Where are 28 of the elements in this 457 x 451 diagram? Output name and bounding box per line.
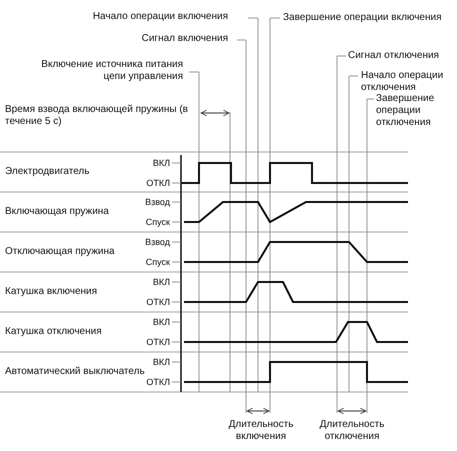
signal-name: Включающая пружина [5,206,110,218]
level-label: Спуск [144,257,170,268]
duration-label: Длительность отключения [318,419,386,443]
level-label: ВКЛ [152,357,170,368]
event-label: Сигнал включения [140,33,228,45]
signal-name: Катушка отключения [5,326,103,338]
signal-name: Автоматический выключатель [5,366,146,378]
interval-label: Время взвода включающей пружины (в течение 5 с) [5,104,189,128]
level-label: ОТКЛ [145,337,170,348]
signal-name: Катушка включения [5,286,98,298]
level-label: ВКЛ [152,317,170,328]
event-label: Завершение операции включения [283,12,443,24]
level-label: Спуск [144,217,170,228]
event-label: Начало операции включения [92,11,228,23]
level-label: Взвод [144,237,170,248]
duration-label: Длительность включения [228,419,294,443]
event-label: Завершение операции отключения [376,93,436,129]
level-label: ВКЛ [152,158,170,169]
signal-name: Отключающая пружина [5,246,116,258]
level-label: ВКЛ [152,277,170,288]
event-label: Сигнал отключения [348,50,440,62]
level-label: ОТКЛ [145,377,170,388]
level-label: ОТКЛ [145,297,170,308]
signal-name: Электродвигатель [5,166,90,178]
level-label: Взвод [144,197,170,208]
level-label: ОТКЛ [145,178,170,189]
event-label: Включение источника питания цепи управления [40,59,183,83]
event-label: Начало операции отключения [361,70,444,94]
